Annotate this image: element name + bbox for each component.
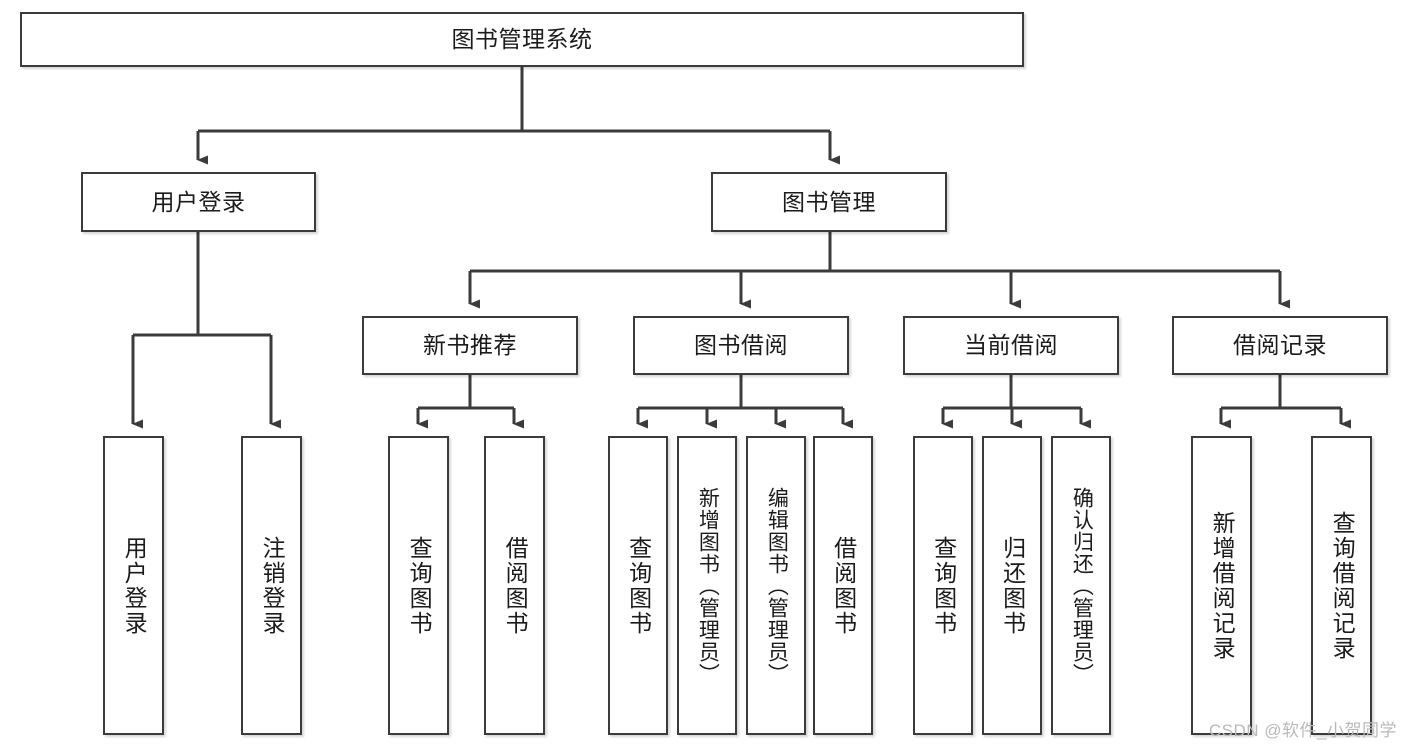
node-leaf-confirm-return-admin[interactable]: 确认归还（管理员） xyxy=(1051,436,1111,735)
node-leaf-edit-book-admin-label: 编辑图书（管理员） xyxy=(765,486,789,685)
node-leaf-return-book-label: 归还图书 xyxy=(999,535,1026,636)
node-leaf-return-book[interactable]: 归还图书 xyxy=(982,436,1042,735)
node-leaf-query-borrow-record[interactable]: 查询借阅记录 xyxy=(1311,436,1372,735)
node-leaf-query-book-1-label: 查询图书 xyxy=(406,535,433,636)
node-current-borrow-label: 当前借阅 xyxy=(964,332,1058,359)
node-book-manage[interactable]: 图书管理 xyxy=(711,172,947,232)
node-leaf-add-book-admin[interactable]: 新增图书（管理员） xyxy=(677,436,737,735)
node-current-borrow[interactable]: 当前借阅 xyxy=(903,316,1119,375)
node-leaf-add-book-admin-label: 新增图书（管理员） xyxy=(696,486,720,685)
node-leaf-query-book-2[interactable]: 查询图书 xyxy=(608,436,668,735)
node-leaf-borrow-book-1-label: 借阅图书 xyxy=(502,535,529,636)
node-borrow-record-label: 借阅记录 xyxy=(1233,332,1327,359)
node-leaf-query-book-3[interactable]: 查询图书 xyxy=(913,436,973,735)
node-leaf-borrow-book-1[interactable]: 借阅图书 xyxy=(484,436,545,735)
node-leaf-add-borrow-record[interactable]: 新增借阅记录 xyxy=(1191,436,1252,735)
node-root[interactable]: 图书管理系统 xyxy=(20,12,1024,67)
node-leaf-query-borrow-record-label: 查询借阅记录 xyxy=(1329,510,1356,661)
node-user-login-label: 用户登录 xyxy=(151,188,246,215)
node-new-book-rec-label: 新书推荐 xyxy=(423,332,517,359)
node-leaf-user-login-label: 用户登录 xyxy=(121,535,148,636)
node-leaf-borrow-book-2[interactable]: 借阅图书 xyxy=(813,436,873,735)
node-leaf-confirm-return-admin-label: 确认归还（管理员） xyxy=(1070,486,1094,685)
watermark-text: CSDN @软件_小贺同学 xyxy=(1208,721,1397,740)
node-user-login[interactable]: 用户登录 xyxy=(81,172,316,232)
node-leaf-user-login[interactable]: 用户登录 xyxy=(103,436,164,735)
node-leaf-borrow-book-2-label: 借阅图书 xyxy=(830,535,857,636)
node-borrow-record[interactable]: 借阅记录 xyxy=(1172,316,1388,375)
node-root-label: 图书管理系统 xyxy=(451,26,593,53)
node-leaf-edit-book-admin[interactable]: 编辑图书（管理员） xyxy=(746,436,806,735)
node-new-book-rec[interactable]: 新书推荐 xyxy=(362,316,578,375)
node-leaf-query-book-3-label: 查询图书 xyxy=(930,535,957,636)
node-leaf-user-logout-label: 注销登录 xyxy=(259,535,286,636)
node-book-borrow-label: 图书借阅 xyxy=(694,332,788,359)
node-book-borrow[interactable]: 图书借阅 xyxy=(633,316,849,375)
node-leaf-user-logout[interactable]: 注销登录 xyxy=(241,436,302,735)
node-leaf-query-book-1[interactable]: 查询图书 xyxy=(388,436,449,735)
node-leaf-query-book-2-label: 查询图书 xyxy=(625,535,652,636)
node-book-manage-label: 图书管理 xyxy=(782,188,876,215)
node-leaf-add-borrow-record-label: 新增借阅记录 xyxy=(1209,510,1236,661)
